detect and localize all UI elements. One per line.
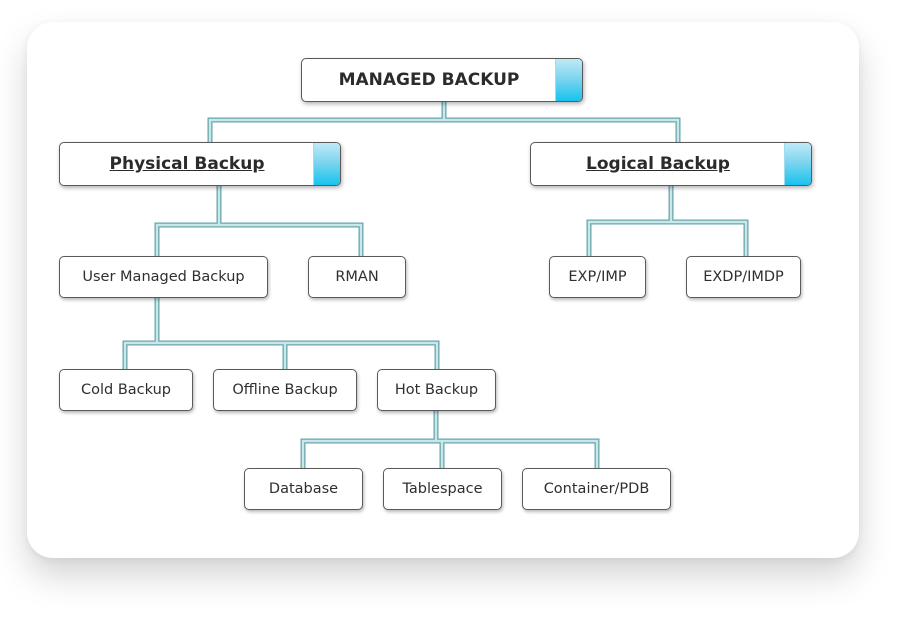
container-pdb-label: Container/PDB <box>543 481 650 497</box>
cold-backup-label: Cold Backup <box>81 382 171 398</box>
exp-imp-node[interactable]: EXP/IMP <box>549 256 646 298</box>
physical-backup-accent <box>313 143 340 185</box>
tablespace-node[interactable]: Tablespace <box>383 468 502 510</box>
offline-backup-label: Offline Backup <box>232 382 338 398</box>
tablespace-label: Tablespace <box>402 481 483 497</box>
container-pdb-node[interactable]: Container/PDB <box>522 468 671 510</box>
managed-backup-label: MANAGED BACKUP <box>338 70 520 90</box>
database-node[interactable]: Database <box>244 468 363 510</box>
database-label: Database <box>268 481 339 497</box>
expdp-impdp-node[interactable]: EXDP/IMDP <box>686 256 801 298</box>
rman-label: RMAN <box>335 269 379 285</box>
managed-backup-accent <box>555 59 582 101</box>
physical-backup-label: Physical Backup <box>109 154 265 174</box>
expdp-impdp-label: EXDP/IMDP <box>703 269 784 285</box>
rman-node[interactable]: RMAN <box>308 256 406 298</box>
logical-backup-node[interactable]: Logical Backup <box>530 142 812 186</box>
exp-imp-label: EXP/IMP <box>568 269 627 285</box>
physical-backup-node[interactable]: Physical Backup <box>59 142 341 186</box>
cold-backup-node[interactable]: Cold Backup <box>59 369 193 411</box>
logical-backup-label: Logical Backup <box>586 154 730 174</box>
user-managed-backup-node[interactable]: User Managed Backup <box>59 256 268 298</box>
hot-backup-node[interactable]: Hot Backup <box>377 369 496 411</box>
user-managed-backup-label: User Managed Backup <box>82 269 245 285</box>
logical-backup-accent <box>784 143 811 185</box>
hot-backup-label: Hot Backup <box>394 382 479 398</box>
offline-backup-node[interactable]: Offline Backup <box>213 369 357 411</box>
managed-backup-node[interactable]: MANAGED BACKUP <box>301 58 583 102</box>
